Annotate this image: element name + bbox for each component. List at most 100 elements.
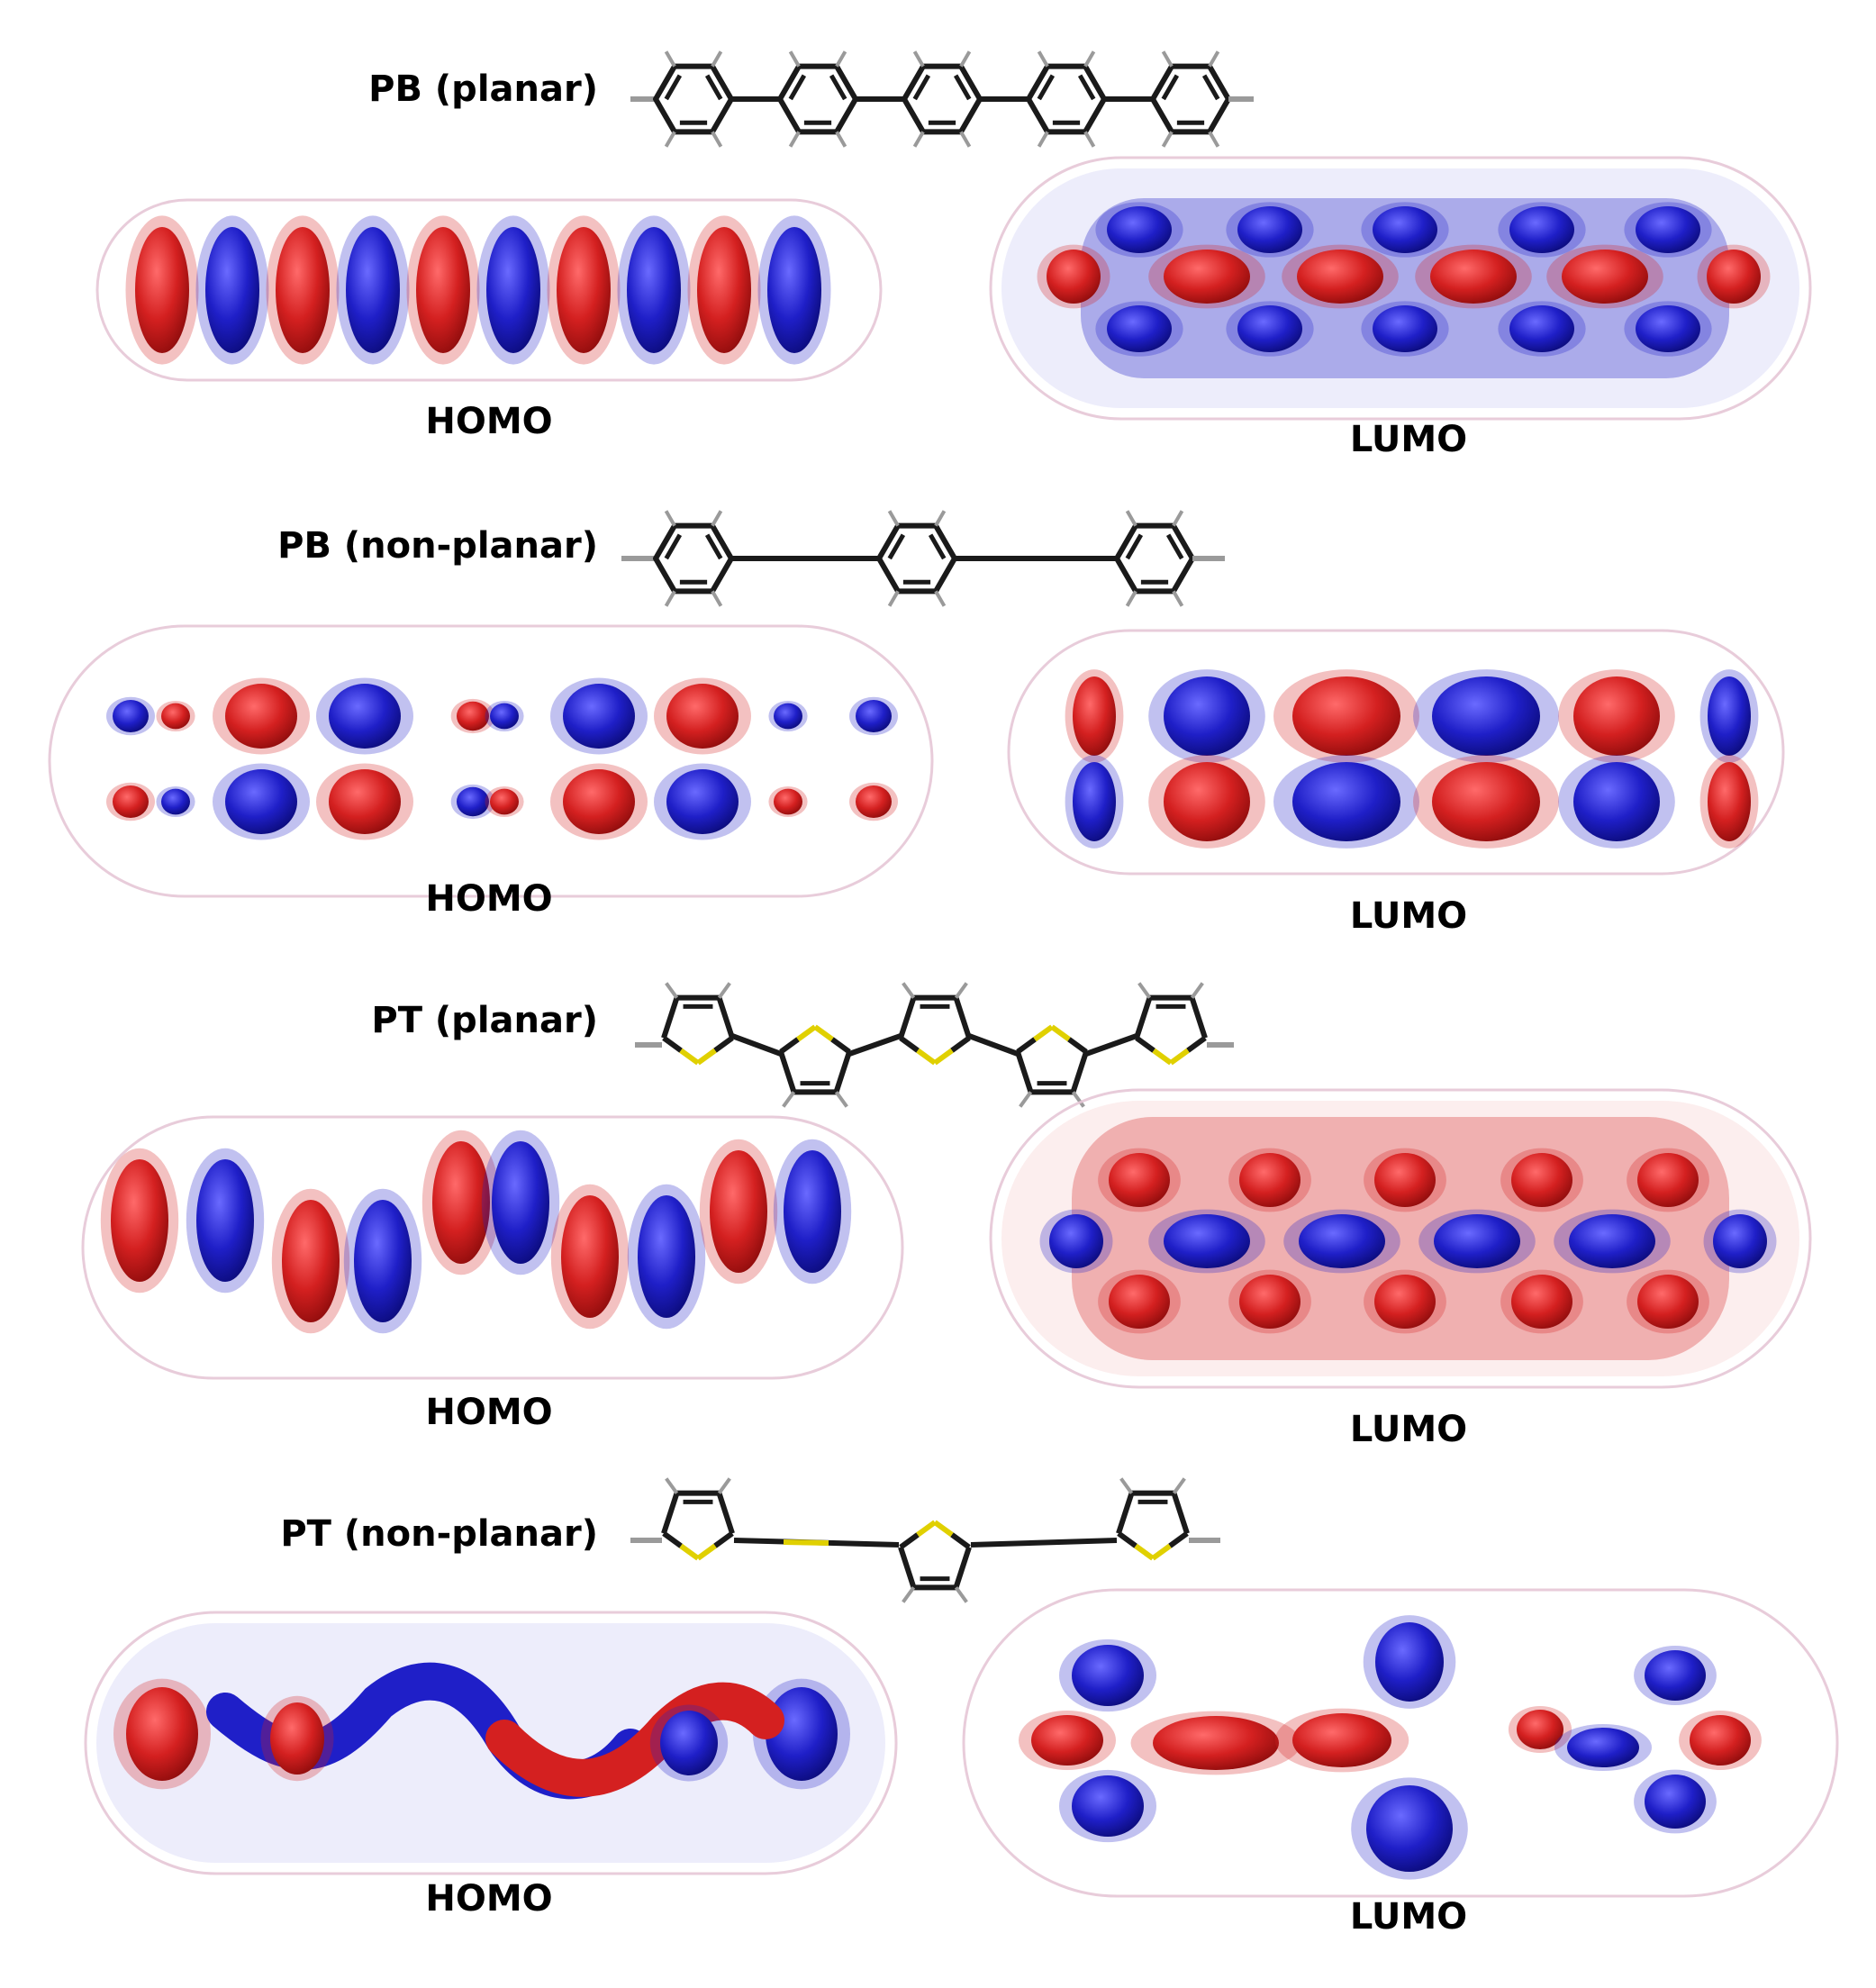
sulfur-bond (696, 1543, 717, 1561)
positive-lobe (1690, 1715, 1751, 1766)
sulfur-bond (933, 1520, 954, 1538)
negative-lobe (1636, 305, 1700, 352)
negative-lobe (1573, 762, 1660, 841)
ring-bond (1015, 1050, 1034, 1094)
isosurface-envelope (1007, 629, 1785, 876)
hydrogen-bond (711, 131, 723, 148)
pb-nonplanar-structure (621, 510, 1225, 607)
negative-lobe (856, 700, 892, 732)
sulfur-bond (1169, 1048, 1190, 1066)
ring-bond (1171, 1492, 1190, 1535)
positive-lobe (1292, 676, 1400, 756)
hydrogen-bond (887, 590, 900, 607)
positive-lobe (485, 1682, 784, 1797)
positive-lobe (135, 227, 189, 353)
double-bond (1077, 74, 1096, 101)
pt-planar-homo (81, 1115, 904, 1380)
ring-bond (898, 1546, 917, 1589)
negative-lobe (161, 788, 190, 815)
pb-planar-lumo (989, 156, 1812, 421)
negative-lobe (490, 703, 519, 730)
hydrogen-bond (1172, 590, 1184, 607)
double-bond (704, 74, 723, 101)
hydrogen-bond (902, 982, 916, 999)
hydrogen-bond (1125, 510, 1137, 527)
single-bond (1084, 1033, 1138, 1057)
isosurface-shell (1001, 168, 1799, 408)
pb-nonplanar-lumo (1007, 629, 1785, 876)
hydrogen-bond (959, 131, 972, 148)
positive-lobe (329, 769, 401, 834)
hydrogen-bond (934, 510, 947, 527)
double-bond (1201, 74, 1220, 101)
ring-bond (1067, 1037, 1088, 1055)
ring-bond (953, 996, 972, 1039)
negative-lobe (767, 227, 821, 353)
negative-lobe (205, 227, 259, 353)
negative-lobe (1645, 1650, 1706, 1701)
ring-bond (662, 1530, 683, 1548)
positive-lobe (1153, 1716, 1279, 1770)
double-bond (1161, 74, 1180, 101)
ring-bond (716, 1492, 735, 1535)
sulfur-bond (783, 1539, 829, 1546)
pb-nonplanar-homo (48, 624, 934, 898)
negative-lobe (1567, 1728, 1639, 1767)
negative-lobe (1432, 676, 1540, 756)
hydrogen-bond (1137, 982, 1152, 999)
hydrogen-bond (664, 50, 676, 68)
negative-lobe (329, 684, 401, 749)
isosurface-envelope (48, 624, 934, 898)
sulfur-bond (1152, 1048, 1173, 1066)
positive-lobe (1374, 1153, 1436, 1207)
negative-lobe (774, 703, 802, 730)
sulfur-bond (1050, 1024, 1071, 1042)
pt-planar-structure (635, 982, 1234, 1108)
hydrogen-bond (664, 131, 676, 148)
sulfur-bond (1134, 1543, 1155, 1561)
ring-bond (778, 1050, 797, 1094)
double-bond (1125, 533, 1144, 560)
sulfur-bond (933, 1048, 954, 1066)
negative-lobe (1373, 206, 1437, 253)
ring-bond (950, 1035, 971, 1053)
negative-lobe (1645, 1775, 1706, 1829)
hydrogen-bond (1119, 1477, 1134, 1494)
positive-lobe (774, 788, 802, 815)
pt-nonplanar-homo (84, 1611, 898, 1875)
ring-bond (830, 1037, 851, 1055)
positive-lobe (1031, 1715, 1103, 1766)
positive-lobe (1047, 250, 1101, 304)
positive-lobe (1164, 762, 1250, 841)
ring-bond (716, 996, 735, 1039)
negative-lobe (666, 769, 739, 834)
positive-lobe (1637, 1275, 1699, 1329)
positive-lobe (126, 1687, 198, 1781)
negative-lobe (225, 769, 297, 834)
double-bond (704, 533, 723, 560)
negative-lobe (1072, 1645, 1144, 1706)
pt-nonplanar-structure (630, 1477, 1220, 1603)
ring-bond (1070, 1050, 1089, 1094)
ring-bond (713, 1035, 734, 1053)
single-bond (967, 1033, 1020, 1057)
positive-lobe (1374, 1275, 1436, 1329)
hydrogen-bond (1208, 131, 1220, 148)
double-bond (1037, 74, 1056, 101)
ring-bond (1168, 1530, 1189, 1548)
hydrogen-bond (711, 50, 723, 68)
hydrogen-bond (934, 590, 947, 607)
hydrogen-bond (665, 982, 679, 999)
positive-lobe (111, 1159, 168, 1282)
ring-bond (898, 996, 917, 1039)
negative-lobe (457, 786, 489, 817)
pt-nonplanar-lumo (962, 1588, 1839, 1898)
hydrogen-bond (1071, 1091, 1085, 1108)
negative-lobe (354, 1200, 412, 1322)
negative-lobe (1366, 1785, 1453, 1872)
double-bond (788, 74, 807, 101)
hydrogen-bond (717, 982, 731, 999)
ring-bond (1117, 1530, 1137, 1548)
negative-lobe (563, 684, 635, 749)
negative-lobe (1237, 206, 1302, 253)
